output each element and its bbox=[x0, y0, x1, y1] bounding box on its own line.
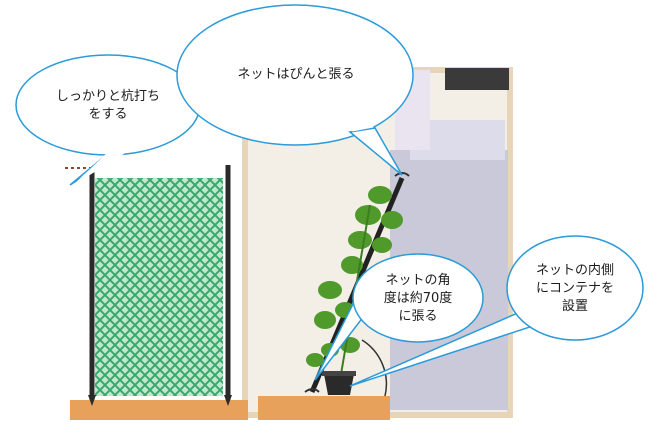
angle-arc bbox=[361, 339, 388, 397]
stake-left bbox=[88, 170, 96, 406]
callout-stake-text: しっかりと杭打ち をする bbox=[55, 89, 160, 122]
callout-angle-bubble bbox=[314, 253, 484, 381]
lattice-net bbox=[95, 178, 223, 396]
callout-tension-text: ネットはぴんと張る bbox=[237, 67, 355, 82]
ground-left bbox=[70, 400, 248, 420]
ground-right bbox=[258, 396, 390, 420]
callout-container-bubble bbox=[349, 235, 644, 387]
callout-tension-bubble bbox=[176, 4, 414, 176]
callout-angle-text: ネットの角 度は約70度 に張る bbox=[383, 273, 453, 324]
container-pot bbox=[322, 371, 356, 395]
stake-right bbox=[224, 165, 232, 406]
callout-container-text: ネットの内側 にコンテナを 設置 bbox=[535, 263, 614, 314]
